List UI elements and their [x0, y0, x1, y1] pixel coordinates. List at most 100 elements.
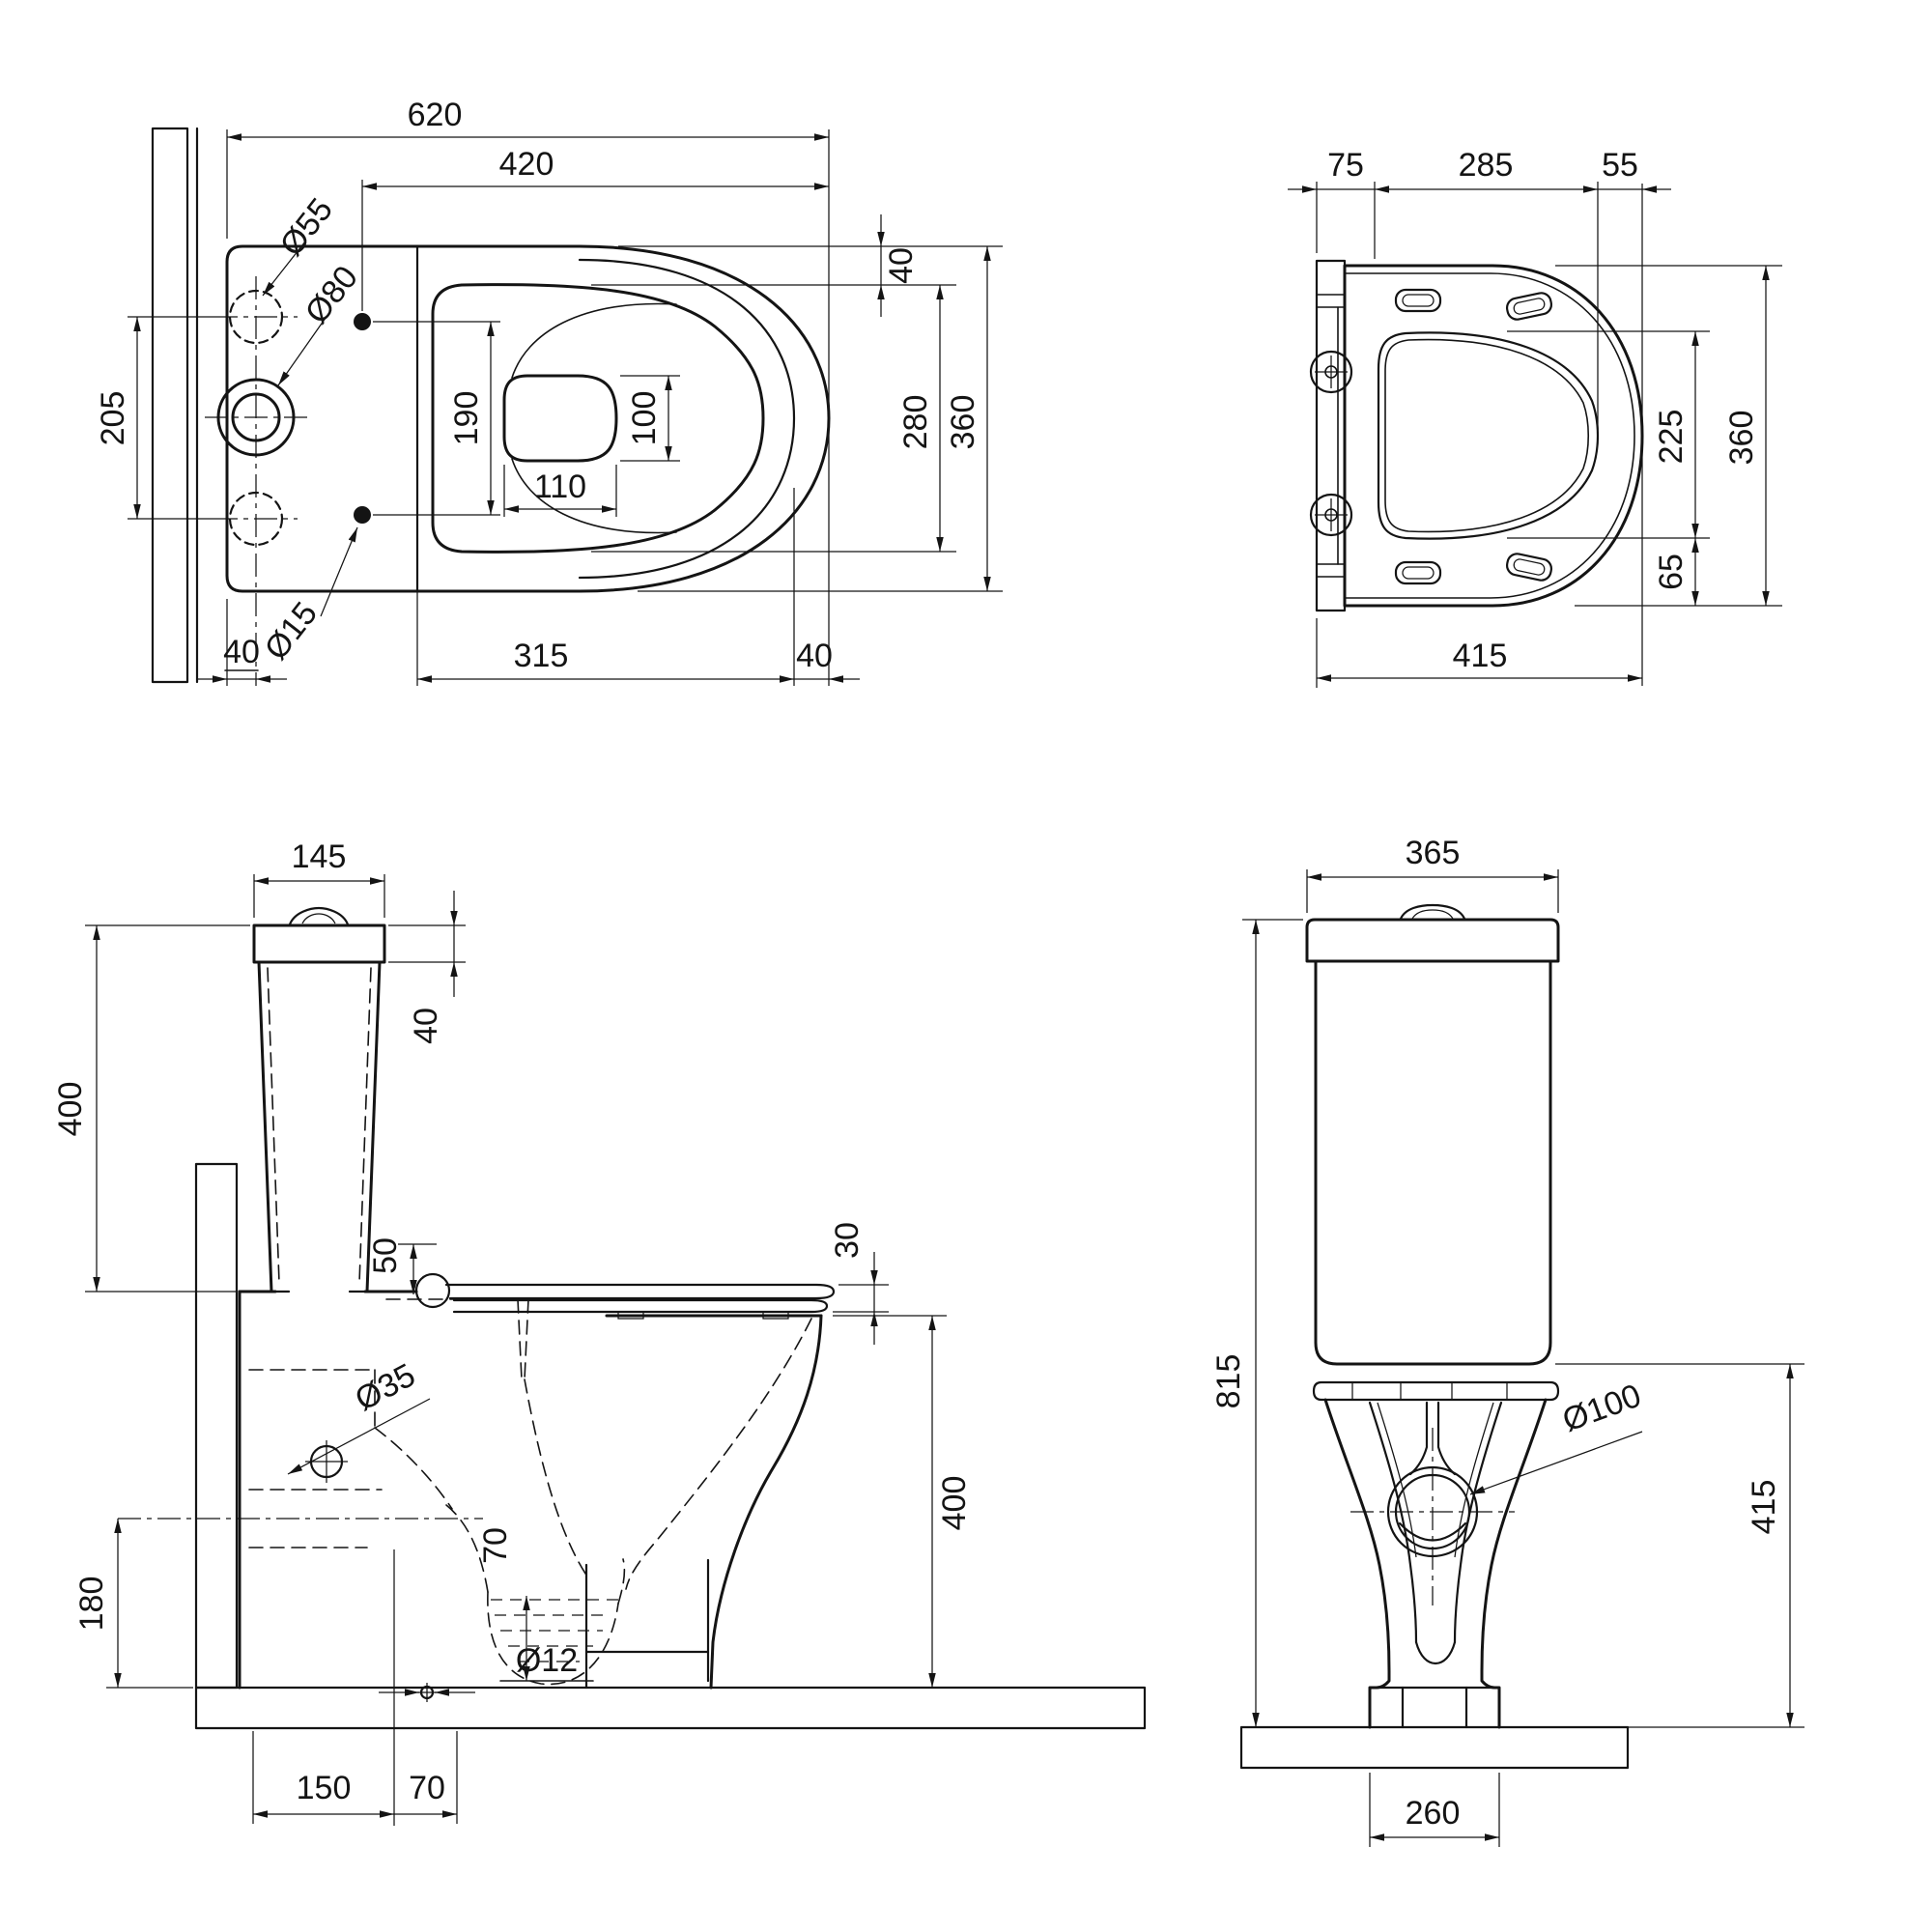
- bowl-offset-contour: [578, 258, 796, 580]
- dim-815: 815: [1210, 919, 1303, 1728]
- dim-190-label: 190: [448, 391, 485, 446]
- dim-40-back-label: 40: [223, 634, 260, 670]
- dim-150-label: 150: [297, 1770, 352, 1806]
- dim-415-seat: 415: [1316, 618, 1643, 688]
- seat-outer-offset: [1344, 272, 1635, 599]
- leader-dia35: Ø35: [287, 1356, 431, 1483]
- dia15-label: Ø15: [258, 595, 326, 667]
- leader-dia15: Ø15: [258, 526, 358, 667]
- dim-415-seat-label: 415: [1453, 638, 1508, 674]
- dim-360-seat: 360: [1555, 265, 1782, 607]
- dim-620: 620: [226, 97, 830, 686]
- side-wall-hatch: [194, 1162, 239, 1690]
- dim-40-top-label: 40: [883, 247, 920, 284]
- dim-315-40: 315 40: [416, 488, 860, 686]
- bowl-side: [238, 1272, 836, 1690]
- hinge-screw-bottom: [1309, 493, 1353, 537]
- dim-180-label: 180: [73, 1577, 110, 1632]
- bowl-funnel-arc-top: [511, 302, 677, 379]
- dim-190: 190: [373, 321, 500, 516]
- dim-260-label: 260: [1406, 1795, 1461, 1832]
- seat-side: [452, 1298, 829, 1314]
- dia55-label: Ø55: [273, 191, 341, 263]
- dim-75-label: 75: [1327, 147, 1364, 184]
- dia100-label: Ø100: [1558, 1378, 1646, 1439]
- dim-65-label: 65: [1653, 554, 1690, 590]
- dim-225-label: 225: [1653, 410, 1690, 465]
- dim-415-front-label: 415: [1746, 1480, 1782, 1535]
- bowl-front-profile: [709, 1314, 823, 1690]
- cistern-front: [1305, 903, 1560, 1366]
- dim-365-label: 365: [1406, 835, 1461, 871]
- dim-400-tank: 400: [52, 924, 250, 1293]
- seat-fixing-hole-top: [354, 313, 371, 330]
- dim-50-label: 50: [367, 1237, 404, 1274]
- dim-70-floor-label: 70: [409, 1770, 445, 1806]
- dim-110: 110: [503, 465, 617, 517]
- dim-400-tank-label: 400: [52, 1082, 89, 1137]
- dim-50: 50: [367, 1237, 437, 1295]
- side-view: 145 40 400 50 30: [52, 838, 1147, 1826]
- dia12-callout: Ø12: [379, 1642, 594, 1702]
- dim-40-lid: 40: [388, 891, 466, 1044]
- seat-opening-inner: [1384, 338, 1589, 533]
- dia12-label: Ø12: [516, 1642, 578, 1679]
- dim-40-back: 40: [196, 599, 287, 686]
- dim-365: 365: [1306, 835, 1559, 913]
- seat-front: [1312, 1380, 1560, 1402]
- dim-420-label: 420: [499, 146, 554, 183]
- front-floor-hatch: [1239, 1725, 1630, 1770]
- dim-145-label: 145: [292, 838, 347, 875]
- bowl-funnel-arc-bottom: [511, 458, 677, 534]
- water-opening: [502, 374, 618, 463]
- dim-180: 180: [73, 1518, 193, 1689]
- dim-30: 30: [829, 1222, 889, 1345]
- toilet-outer-outline: [225, 244, 831, 593]
- water-level-dashes: [491, 1599, 618, 1662]
- lid-side: [444, 1283, 836, 1300]
- wall-hatch: [151, 127, 189, 684]
- dim-40-lid-label: 40: [408, 1008, 444, 1044]
- dim-620-label: 620: [408, 97, 463, 133]
- dim-150-70: 150 70: [252, 1731, 458, 1824]
- seat-top-view: 75 285 55 225 65 360 415: [1288, 147, 1782, 688]
- dim-65: 65: [1575, 537, 1710, 607]
- dim-55-label: 55: [1602, 147, 1638, 184]
- hinge-screw-top: [1309, 350, 1353, 394]
- dim-70-water: 70: [477, 1527, 530, 1682]
- leader-dia80: Ø80: [277, 259, 365, 386]
- dim-400-bowl: 400: [833, 1315, 973, 1689]
- dim-205: 205: [95, 316, 214, 520]
- dim-285-label: 285: [1459, 147, 1514, 184]
- front-view: Ø100 365 815 415 260: [1210, 835, 1804, 1847]
- drain-hole-80-inner: [231, 392, 281, 442]
- dim-280: 280: [591, 284, 956, 553]
- dim-415-front: 415: [1555, 1363, 1804, 1728]
- dim-40-front-label: 40: [796, 638, 833, 674]
- dim-145: 145: [253, 838, 385, 918]
- dim-420: 420: [361, 146, 830, 311]
- dim-110-label: 110: [534, 469, 586, 505]
- seat-opening-outer: [1377, 331, 1600, 540]
- seat-bumpers: [1394, 288, 1553, 585]
- seat-hinge-side: [414, 1272, 451, 1309]
- cistern-side: [252, 906, 386, 1293]
- dim-30-label: 30: [829, 1222, 866, 1259]
- dim-315-label: 315: [514, 638, 569, 674]
- top-view: Ø55 Ø80 Ø15 620 420 205: [95, 97, 1003, 686]
- dim-400-bowl-label: 400: [936, 1476, 973, 1531]
- dim-360-label: 360: [945, 395, 981, 450]
- dim-360: 360: [638, 245, 1003, 592]
- dim-205-label: 205: [95, 391, 131, 446]
- bowl-hidden-lines: [248, 1298, 812, 1686]
- dim-100: 100: [620, 375, 680, 462]
- bowl-front: [1323, 1398, 1548, 1729]
- hinge-plate: [1315, 259, 1347, 612]
- dim-225: 225: [1507, 330, 1710, 539]
- rim-inner-edge: [431, 283, 765, 554]
- dim-280-label: 280: [897, 395, 934, 450]
- dim-815-label: 815: [1210, 1354, 1247, 1409]
- dim-70-water-label: 70: [477, 1527, 514, 1564]
